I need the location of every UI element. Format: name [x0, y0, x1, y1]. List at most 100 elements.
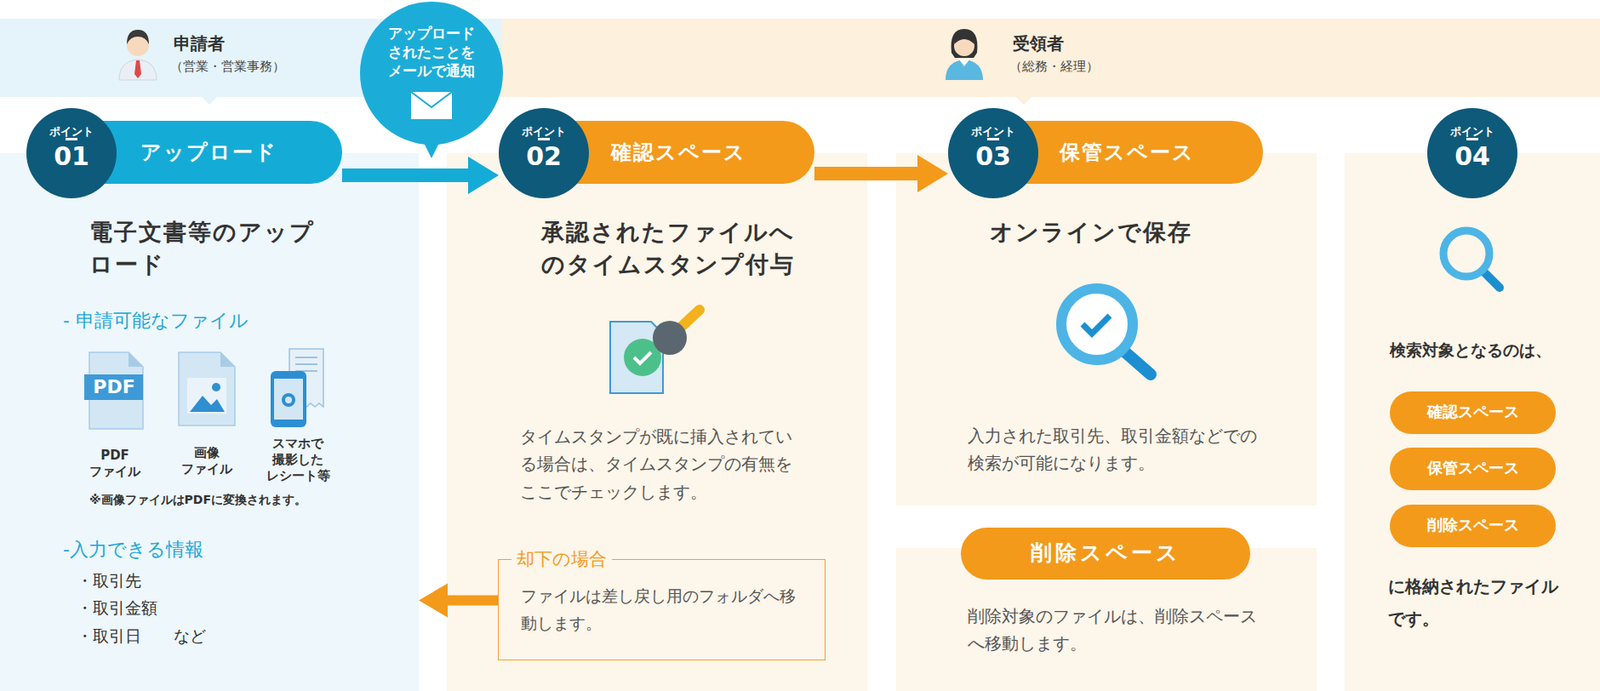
- receiver-icon-part: [959, 59, 970, 67]
- text-slot: PDF ファイル: [84, 447, 146, 480]
- text-slot: 削除スペース: [960, 539, 1251, 568]
- space-pill: [1389, 391, 1556, 435]
- step-title: 保管スペース: [1059, 141, 1195, 164]
- search-check-icon-part: [1123, 350, 1151, 375]
- mail-icon: [411, 91, 452, 120]
- band-pointer: [200, 96, 218, 105]
- node-text: 申請者: [173, 32, 225, 56]
- image-file-icon-part: [189, 395, 225, 412]
- receiver-icon-part: [951, 28, 978, 58]
- applicant-icon: [119, 29, 157, 80]
- list-item: ・取引日 など: [76, 625, 206, 648]
- timestamp-icon-part: [652, 320, 687, 355]
- point-number: 02: [525, 142, 562, 171]
- panel-note: 検索対象となるのは、: [1389, 339, 1552, 361]
- search-check-icon-part: [1061, 288, 1133, 360]
- text-slot: スマホで 撮影した レシート等: [261, 435, 335, 484]
- step-header: ポイント03保管スペース: [948, 108, 1263, 199]
- arrow-head: [917, 154, 949, 193]
- callout-circle: [360, 1, 503, 145]
- phone-receipt-icon-part: [295, 356, 318, 359]
- point-badge: [948, 108, 1039, 199]
- point-badge: [498, 108, 589, 199]
- space-pill: [960, 527, 1251, 580]
- point-number: 01: [53, 142, 90, 171]
- node-text: （営業・営業事務）: [170, 57, 286, 75]
- icon-label: 画像 ファイル: [176, 445, 238, 478]
- badge-bar: [65, 137, 78, 141]
- text-slot: 確認スペース: [611, 141, 747, 164]
- space-pill: 削除スペース: [960, 527, 1251, 580]
- space-pill: [1389, 504, 1556, 548]
- phone-receipt-icon-part: [285, 396, 292, 404]
- point-badge: ポイント04: [1427, 108, 1518, 199]
- text-slot: ※画像ファイルはPDFに変換されます。: [89, 491, 307, 509]
- flow-arrow: [814, 154, 949, 193]
- space-pill: 保管スペース: [1389, 447, 1556, 491]
- text-slot: オンラインで保存: [989, 216, 1193, 249]
- node-text: 保管スペース: [1427, 457, 1520, 478]
- timestamp-icon: [610, 309, 700, 394]
- box-title: 却下の場合: [511, 548, 612, 571]
- text-slot: に格納されたファイルです。: [1388, 570, 1567, 635]
- arrow-shaft: [342, 168, 472, 183]
- icon-label: PDF ファイル: [84, 447, 146, 480]
- arrow-shaft: [445, 595, 498, 606]
- applicant-icon-part: [119, 59, 157, 80]
- search-icon-part: [1483, 271, 1500, 288]
- pdf-file-icon-part: [128, 352, 143, 367]
- body-text: 入力された取引先、取引金額などでの検索が可能になります。: [967, 422, 1258, 478]
- timestamp-icon-part: [623, 338, 662, 377]
- node-text: 削除スペース: [1427, 514, 1520, 535]
- text-slot: 画像 ファイル: [176, 445, 238, 478]
- badge-bar: [537, 137, 550, 141]
- phone-receipt-icon-part: [274, 378, 303, 420]
- step-panel: 削除スペース削除対象のファイルは、削除スペースへ移動します。: [896, 548, 1317, 691]
- phone-receipt-icon-part: [270, 371, 307, 428]
- badge-bar: [987, 137, 1000, 141]
- receiver-icon-part: [954, 34, 975, 45]
- mail-flap: [411, 91, 452, 108]
- text-slot: 受領者: [1012, 32, 1064, 56]
- phone-receipt-icon: [270, 348, 324, 428]
- body-text: 削除対象のファイルは、削除スペースへ移動します。: [967, 602, 1258, 658]
- timestamp-icon-part: [674, 309, 700, 334]
- text-slot: ・取引先: [76, 570, 142, 593]
- text-slot: 入力された取引先、取引金額などでの検索が可能になります。: [967, 422, 1258, 478]
- point-label: ポイント: [521, 124, 566, 140]
- badge-bar: [1466, 137, 1479, 141]
- text-slot: アップロード: [140, 141, 278, 164]
- text-slot: 検索対象となるのは、: [1389, 339, 1552, 361]
- text-slot: 削除スペース: [1389, 514, 1556, 535]
- pdf-file-icon: [84, 352, 143, 429]
- search-check-icon-part: [1082, 315, 1110, 334]
- role-band: 受領者（総務・経理）: [502, 18, 1600, 98]
- text-slot: （営業・営業事務）: [170, 57, 286, 75]
- pdf-file-icon-part: [89, 352, 143, 429]
- phone-receipt-icon-part: [295, 370, 318, 372]
- arrow-head: [418, 583, 448, 618]
- text-slot: 保管スペース: [1389, 457, 1556, 478]
- text-slot: ポイント: [948, 122, 1039, 140]
- text-slot: 削除対象のファイルは、削除スペースへ移動します。: [967, 602, 1258, 658]
- text-slot: ポイント: [26, 122, 117, 140]
- text-slot: 電子文書等のアップロード: [89, 216, 321, 281]
- step-title: 確認スペース: [611, 141, 747, 164]
- image-file-icon-part: [220, 352, 235, 367]
- body-text: ファイルは差し戻し用のフォルダへ移動します。: [520, 582, 802, 638]
- step-header: ポイント 02 確認スペース: [498, 108, 815, 199]
- point-label: ポイント: [1450, 124, 1495, 140]
- text-slot: 申請者: [173, 32, 225, 56]
- text-slot: 01: [26, 142, 117, 171]
- arrow-shaft: [814, 166, 921, 181]
- receiver-icon-part: [954, 35, 975, 57]
- node-text: 受領者: [1012, 32, 1064, 56]
- body-text: タイムスタンプが既に挿入されている場合は、タイムスタンプの有無をここでチェックし…: [520, 422, 806, 506]
- point-label: ポイント: [971, 124, 1016, 140]
- section-heading: -入力できる情報: [62, 537, 204, 563]
- image-file-icon-part: [187, 377, 227, 414]
- text-slot: アップロード されたことを メールで通知: [367, 23, 496, 80]
- receiver-icon-part: [945, 59, 983, 80]
